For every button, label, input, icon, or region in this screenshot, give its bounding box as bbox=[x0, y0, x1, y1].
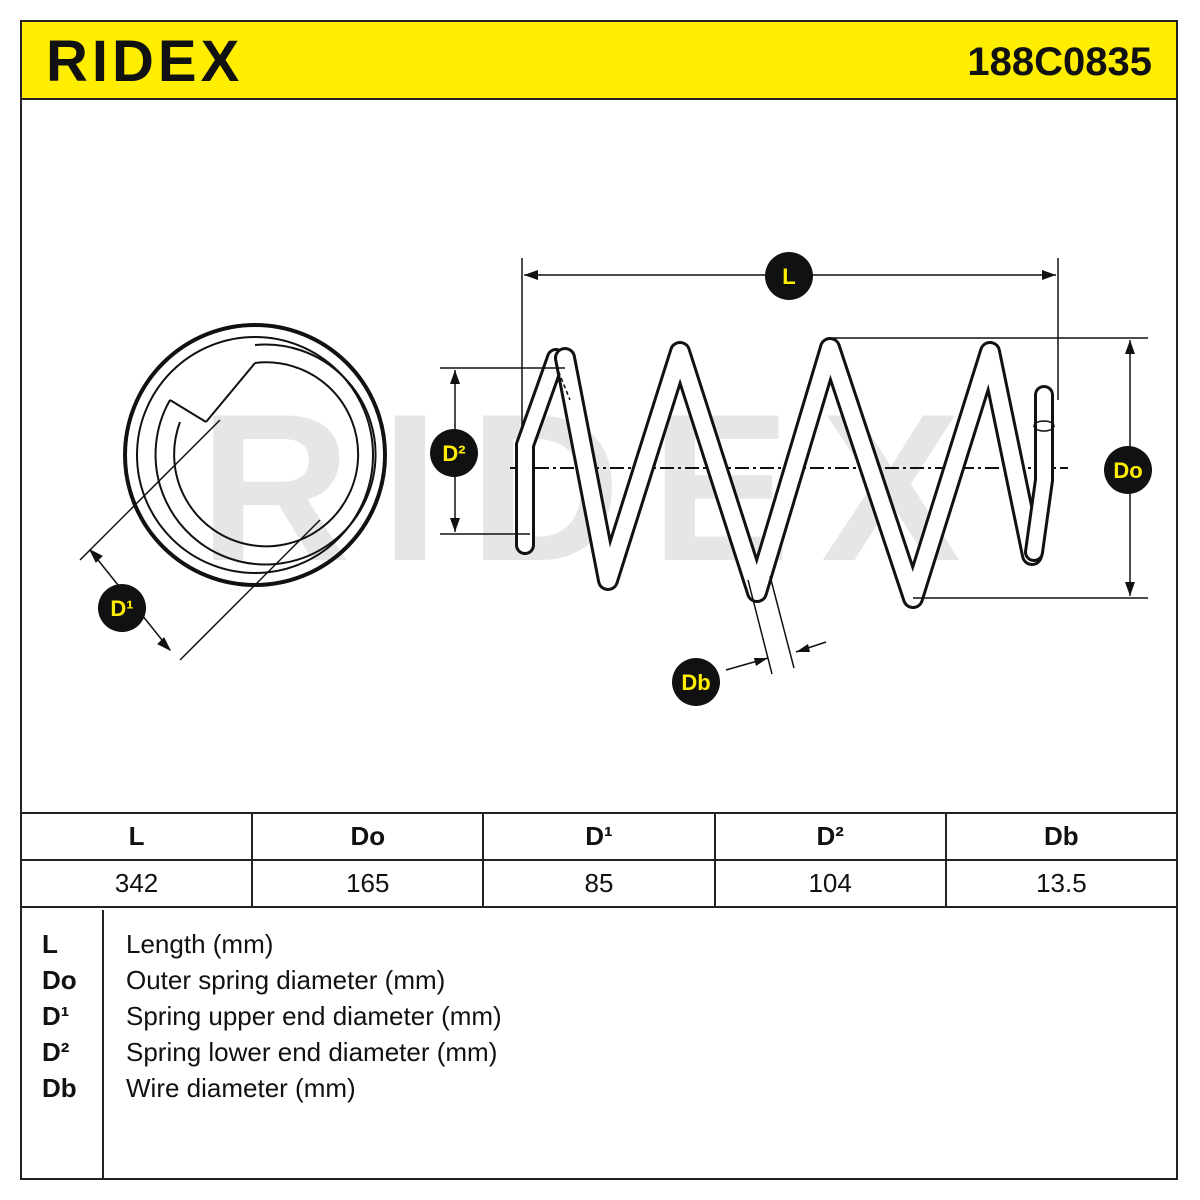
legend-panel: L Length (mm) Do Outer spring diameter (… bbox=[20, 910, 1178, 1180]
label-d1-text: D¹ bbox=[110, 596, 133, 621]
legend-code: D¹ bbox=[42, 1001, 70, 1031]
spec-value-d2: 104 bbox=[713, 859, 947, 908]
brand-logo: RIDEX bbox=[46, 29, 244, 94]
legend-item: D¹ Spring upper end diameter (mm) bbox=[22, 998, 1172, 1034]
spec-value-do: 165 bbox=[251, 859, 485, 908]
spring-side-view bbox=[440, 258, 1148, 675]
label-do-text: Do bbox=[1113, 458, 1142, 483]
label-d2: D² bbox=[430, 429, 478, 477]
spec-value-row: 342 165 85 104 13.5 bbox=[19, 859, 1179, 908]
legend-code: D² bbox=[42, 1037, 70, 1067]
spec-value-l: 342 bbox=[19, 859, 254, 908]
spec-header-l: L bbox=[19, 812, 254, 861]
legend-code: Do bbox=[42, 965, 77, 995]
spec-table: L Do D¹ D² Db 342 165 85 104 13.5 bbox=[19, 812, 1179, 908]
legend-item: D² Spring lower end diameter (mm) bbox=[22, 1034, 1172, 1070]
label-l: L bbox=[765, 252, 813, 300]
label-d2-text: D² bbox=[442, 441, 465, 466]
label-do: Do bbox=[1104, 446, 1152, 494]
spec-header-d1: D¹ bbox=[482, 812, 716, 861]
legend-code: Db bbox=[42, 1073, 77, 1103]
label-db-text: Db bbox=[681, 670, 710, 695]
legend-desc: Spring lower end diameter (mm) bbox=[126, 1037, 498, 1067]
legend-code: L bbox=[42, 929, 58, 959]
spring-drawing: RIDEX D¹ bbox=[20, 100, 1178, 812]
spec-header-d2: D² bbox=[713, 812, 947, 861]
legend-desc: Spring upper end diameter (mm) bbox=[126, 1001, 502, 1031]
spec-value-db: 13.5 bbox=[944, 859, 1179, 908]
spec-value-d1: 85 bbox=[482, 859, 716, 908]
legend-item: L Length (mm) bbox=[22, 926, 1172, 962]
legend-desc: Wire diameter (mm) bbox=[126, 1073, 356, 1103]
label-d1: D¹ bbox=[98, 584, 146, 632]
spec-header-do: Do bbox=[251, 812, 485, 861]
legend-desc: Outer spring diameter (mm) bbox=[126, 965, 446, 995]
header-bar: RIDEX 188C0835 bbox=[20, 20, 1178, 100]
spring-diagram-svg: RIDEX D¹ bbox=[79, 252, 1152, 706]
label-l-text: L bbox=[782, 264, 795, 289]
legend-item: Db Wire diameter (mm) bbox=[22, 1070, 1172, 1106]
legend-desc: Length (mm) bbox=[126, 929, 274, 959]
spec-header-db: Db bbox=[944, 812, 1179, 861]
label-db: Db bbox=[672, 658, 720, 706]
legend-divider bbox=[102, 910, 104, 1178]
part-number: 188C0835 bbox=[967, 40, 1152, 84]
legend-item: Do Outer spring diameter (mm) bbox=[22, 962, 1172, 998]
spec-header-row: L Do D¹ D² Db bbox=[19, 812, 1179, 861]
